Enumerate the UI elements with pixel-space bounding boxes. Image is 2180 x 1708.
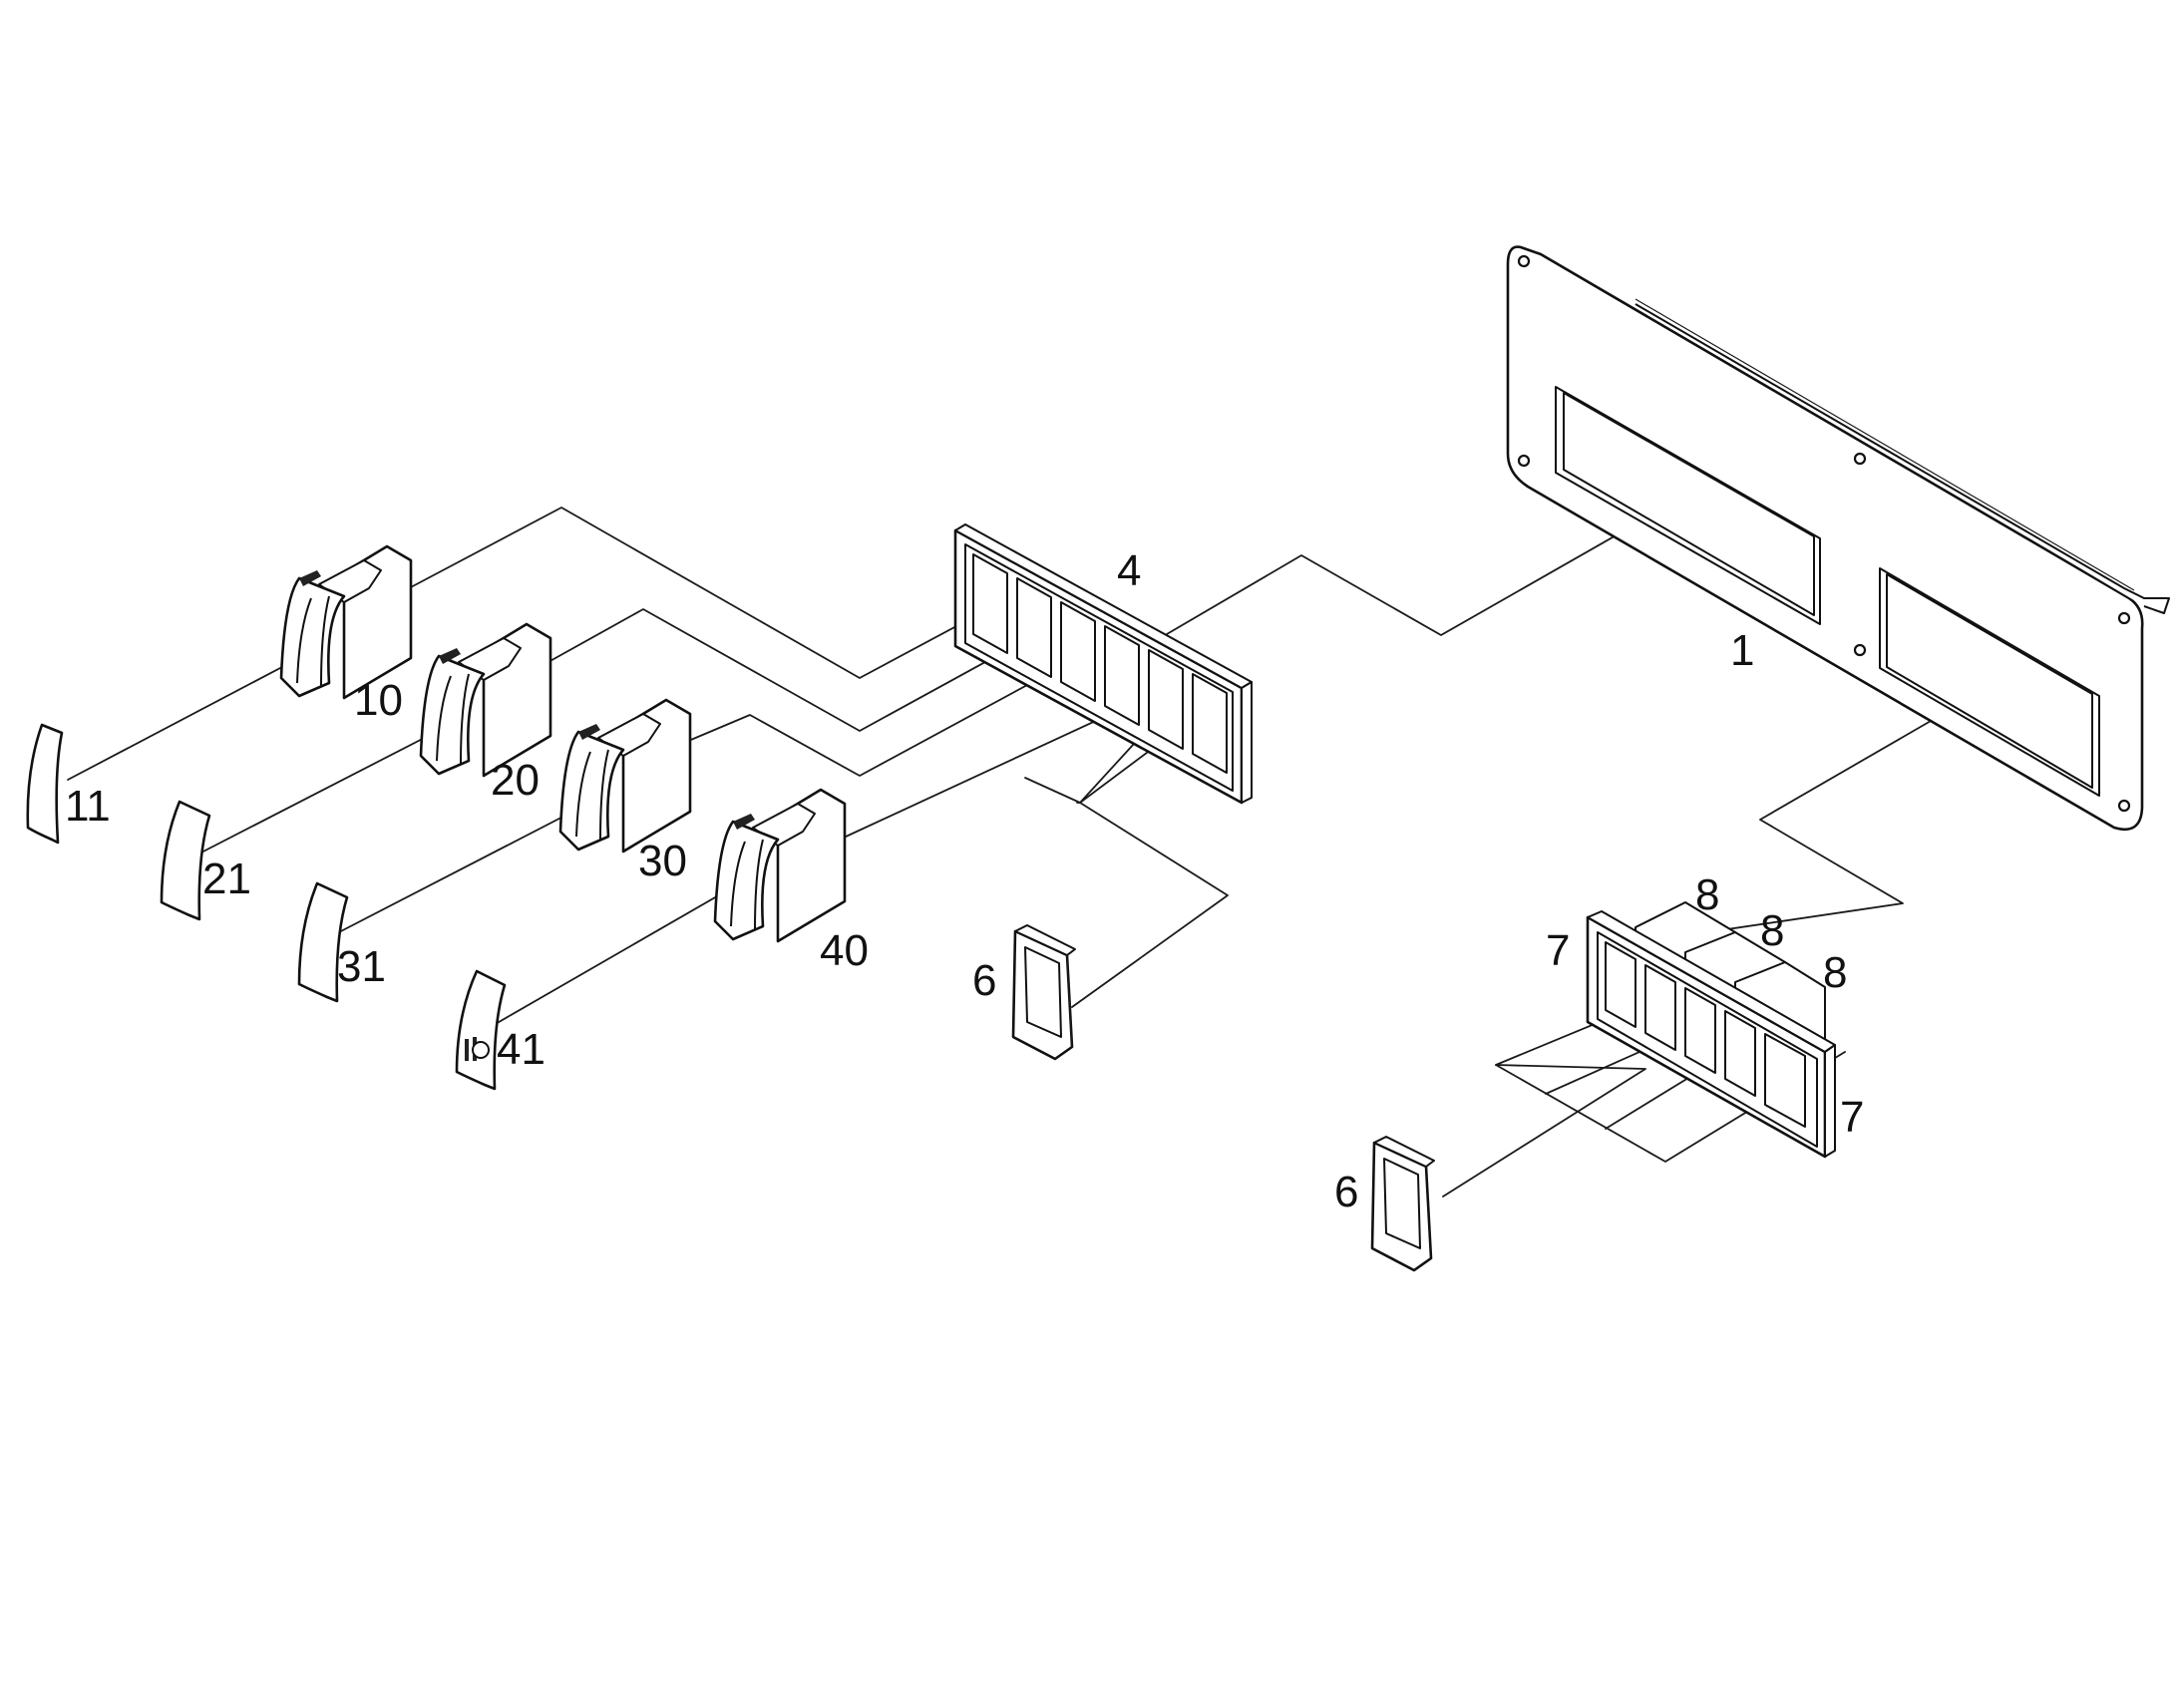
leader-4-to-1 bbox=[1166, 501, 1676, 636]
callout-1: 1 bbox=[1730, 626, 1754, 675]
frame-4-slots bbox=[972, 553, 1228, 774]
callout-21: 21 bbox=[202, 854, 251, 903]
leader-30 bbox=[685, 657, 1078, 777]
callout-8a: 8 bbox=[1695, 870, 1719, 919]
rocker-switch-part-40 bbox=[713, 788, 847, 943]
callout-10: 10 bbox=[354, 676, 403, 725]
leader-7-to-1 bbox=[1605, 683, 1996, 948]
callout-labels: 1 4 6 6 7 7 8 8 8 10 11 20 21 30 31 40 4… bbox=[65, 546, 1864, 1216]
callout-31: 31 bbox=[337, 942, 386, 991]
rocker-switch-part-30 bbox=[558, 698, 692, 854]
rocker-lens-part-41 bbox=[455, 969, 507, 1091]
callout-41: 41 bbox=[497, 1025, 545, 1074]
callout-6a: 6 bbox=[972, 956, 996, 1005]
leader-31 bbox=[334, 807, 581, 935]
callout-6b: 6 bbox=[1334, 1168, 1358, 1216]
rocker-lens-part-11 bbox=[26, 723, 64, 845]
rocker-lens-part-31 bbox=[297, 881, 349, 1003]
leader-20 bbox=[545, 608, 1048, 732]
callout-11: 11 bbox=[65, 782, 111, 831]
leader-11 bbox=[67, 657, 300, 781]
callout-8b: 8 bbox=[1760, 906, 1784, 955]
callout-7a: 7 bbox=[1546, 926, 1570, 975]
switch-frame-part-7 bbox=[1586, 901, 1836, 1159]
blank-plug-part-6a bbox=[1011, 924, 1076, 1061]
panel-hole bbox=[1517, 254, 1531, 268]
callout-8c: 8 bbox=[1823, 948, 1847, 997]
panel-hole bbox=[1517, 454, 1531, 468]
switch-frame-part-4 bbox=[953, 523, 1253, 805]
blank-plug-part-6b bbox=[1370, 1136, 1435, 1272]
frame-7-slots bbox=[1605, 941, 1806, 1128]
callout-30: 30 bbox=[638, 837, 687, 885]
leader-10 bbox=[408, 507, 1028, 679]
panel-hole bbox=[1853, 452, 1867, 466]
leader-41 bbox=[493, 884, 737, 1026]
panel-hole bbox=[1853, 643, 1867, 657]
lens-41-symbol-icon bbox=[465, 1037, 490, 1061]
callout-40: 40 bbox=[820, 926, 869, 975]
callout-7b: 7 bbox=[1840, 1093, 1864, 1142]
rocker-switch-part-10 bbox=[279, 544, 413, 700]
callout-20: 20 bbox=[491, 756, 540, 805]
leader-lines bbox=[67, 501, 1996, 1197]
leader-6a bbox=[1071, 802, 1229, 1008]
rocker-switch-part-20 bbox=[419, 622, 552, 778]
callout-4: 4 bbox=[1117, 546, 1141, 595]
panel-plate-part-1 bbox=[1506, 245, 2170, 832]
panel-hole bbox=[2117, 611, 2131, 625]
panel-hole bbox=[2117, 799, 2131, 813]
leader-6a-branch-3 bbox=[1024, 777, 1081, 804]
leader-21 bbox=[194, 727, 445, 856]
rocker-lens-part-21 bbox=[160, 800, 211, 921]
